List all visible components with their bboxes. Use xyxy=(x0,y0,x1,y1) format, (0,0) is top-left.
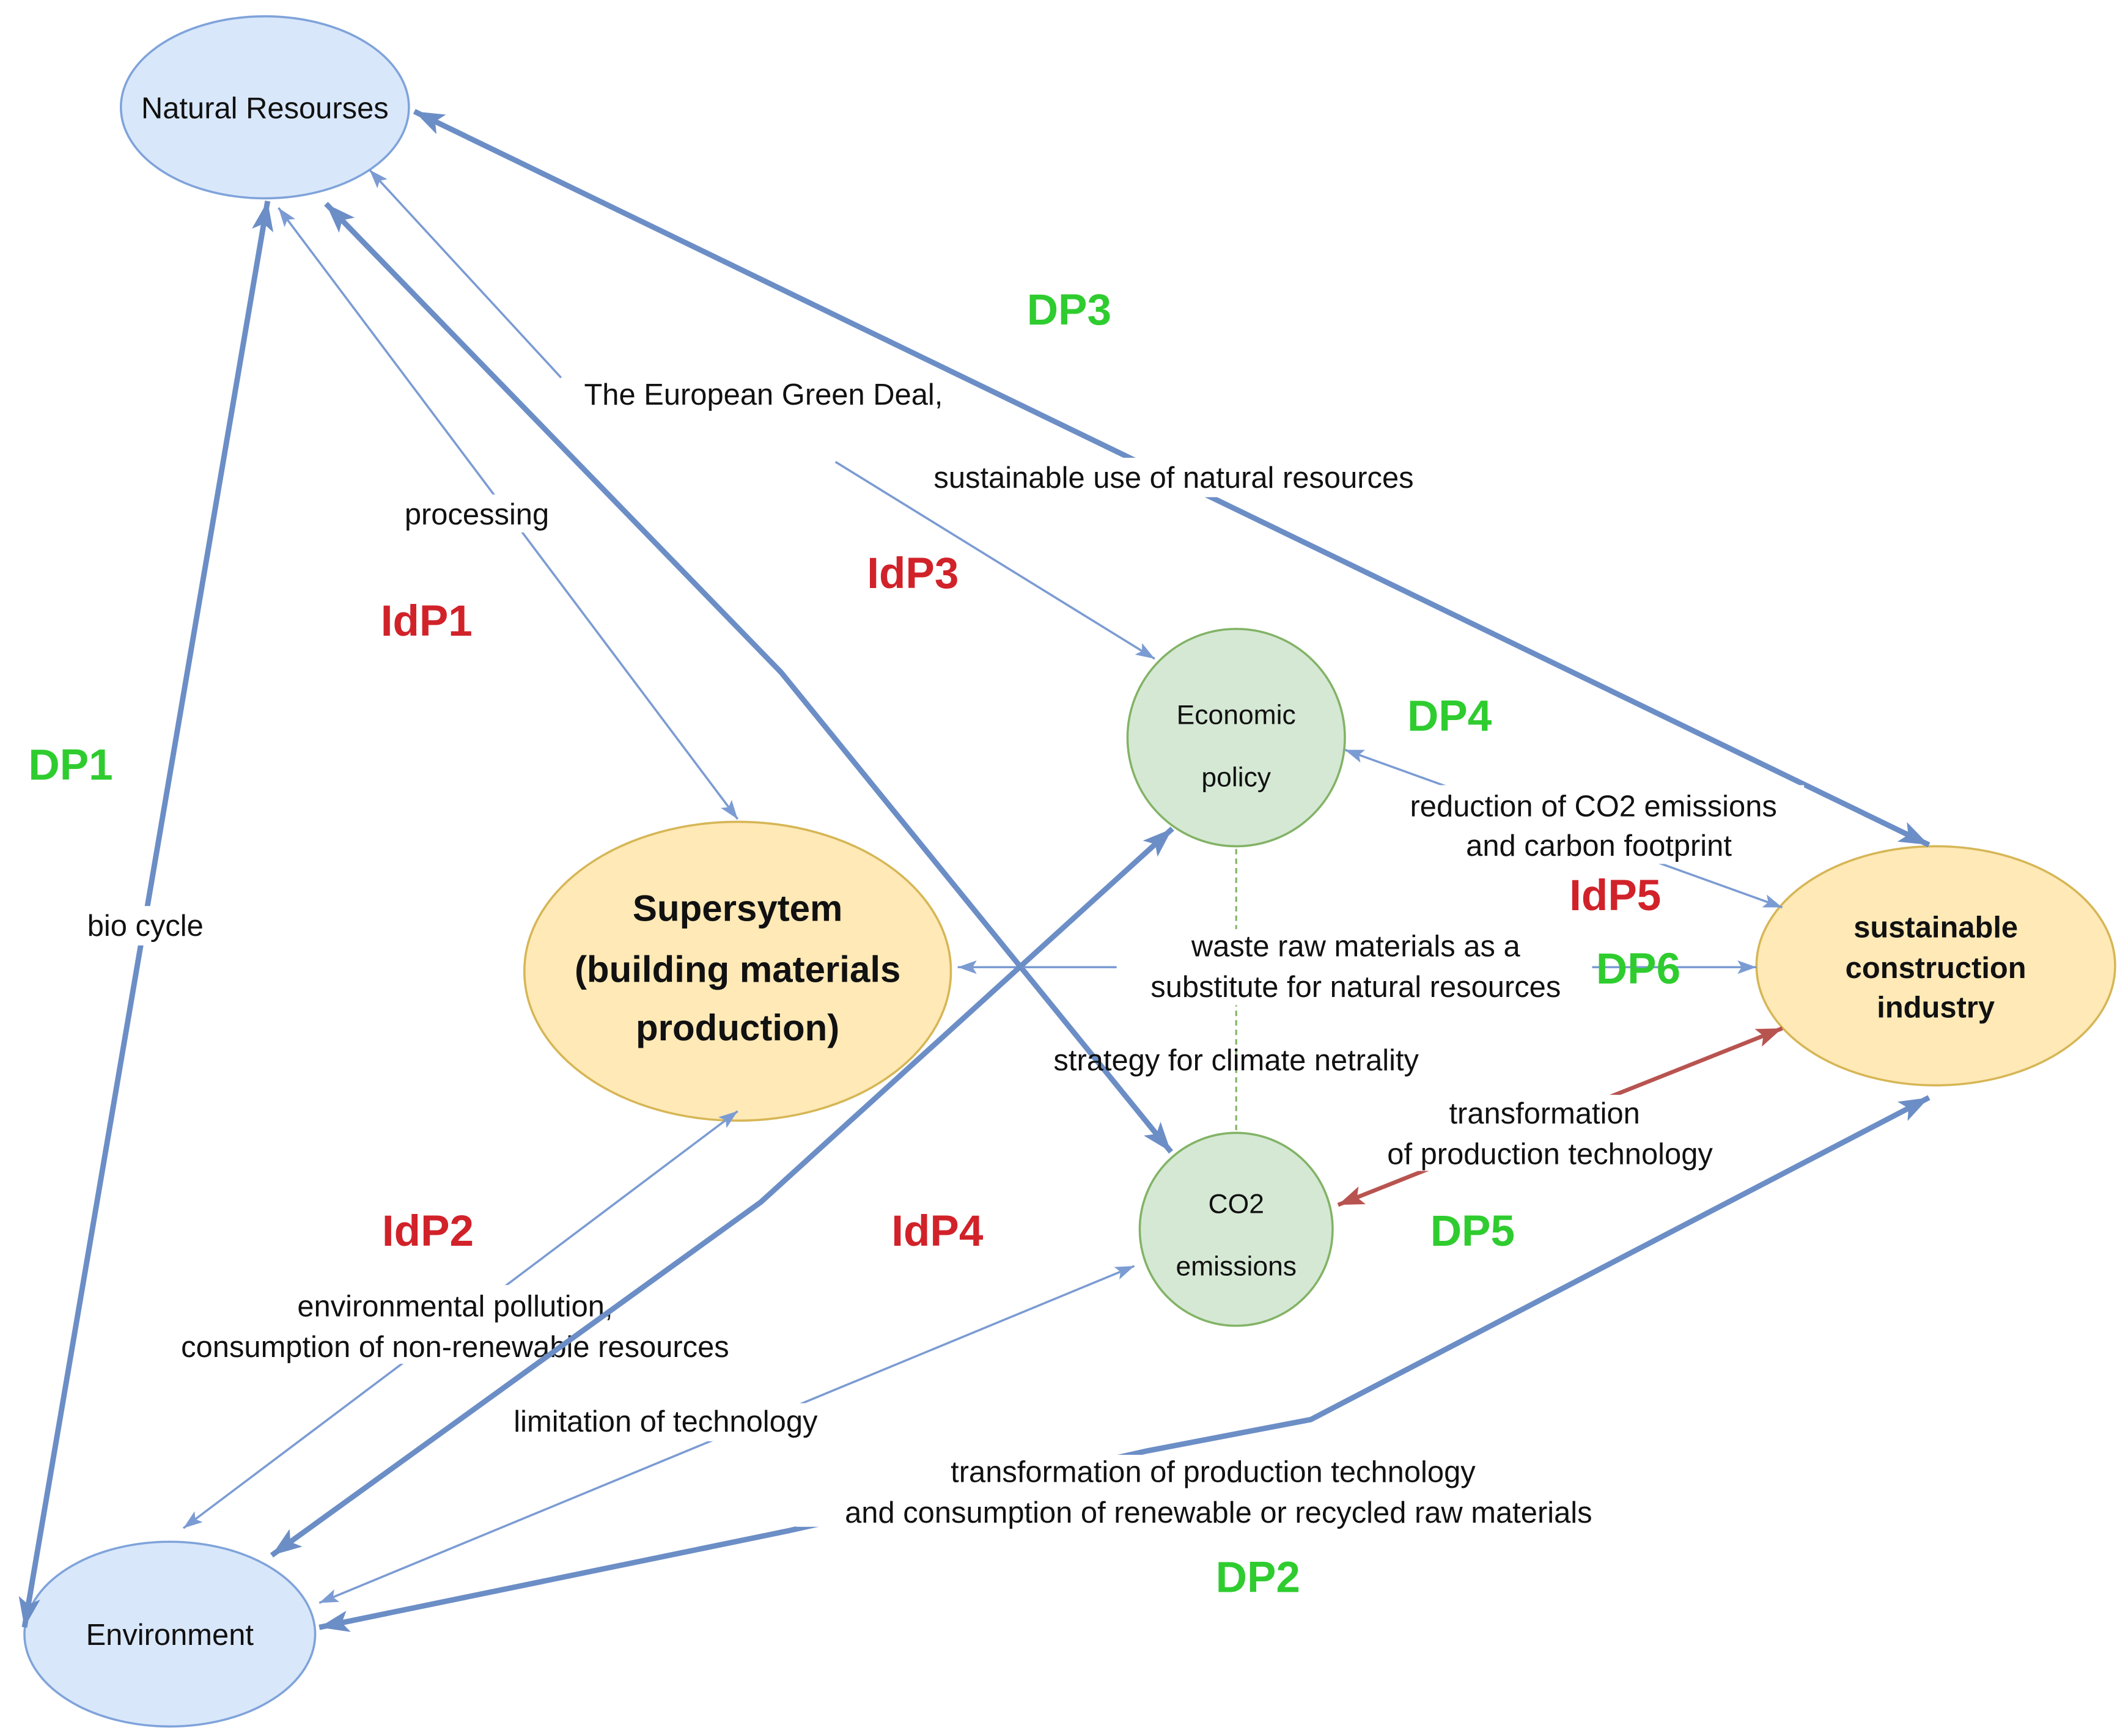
code-dp3: DP3 xyxy=(1027,286,1111,334)
code-idp2: IdP2 xyxy=(382,1207,474,1256)
code-dp6: DP6 xyxy=(1596,945,1680,993)
label-background xyxy=(391,494,562,533)
code-dp1: DP1 xyxy=(28,741,112,790)
node-label-line: construction xyxy=(1846,952,2026,985)
label-background xyxy=(1362,1095,1739,1171)
node-environment: Environment xyxy=(23,1540,317,1728)
label-climate-strategy: strategy for climate netrality xyxy=(1053,1044,1419,1077)
node-sustainable-construction-industry: sustainable construction industry xyxy=(1755,845,2116,1087)
edge-natural-resources-economic-policy-lower xyxy=(834,461,1155,660)
node-supersystem: Supersytem (building materials productio… xyxy=(523,820,952,1122)
node-label: Natural Resourses xyxy=(141,92,389,125)
code-idp1: IdP1 xyxy=(381,597,473,645)
label-background xyxy=(1116,929,1592,1006)
node-co2-emissions: CO2 emissions xyxy=(1138,1131,1334,1327)
edge-natural-resources-economic-policy-upper xyxy=(369,169,562,378)
node-label-line: (building materials xyxy=(575,949,900,990)
node-shape xyxy=(1138,1131,1334,1327)
node-label-line: Supersytem xyxy=(633,888,842,929)
node-shape xyxy=(1755,845,2116,1087)
code-dp2: DP2 xyxy=(1216,1553,1300,1602)
label-processing: processing xyxy=(405,498,549,531)
label-co2-reduction-line: and carbon footprint xyxy=(1466,829,1732,862)
node-label-line: policy xyxy=(1201,763,1271,793)
label-waste-substitute-line: substitute for natural resources xyxy=(1150,971,1561,1004)
node-label-line: emissions xyxy=(1176,1252,1297,1282)
code-idp3: IdP3 xyxy=(867,550,959,598)
node-label: Environment xyxy=(86,1619,254,1652)
node-label-line: CO2 xyxy=(1209,1189,1264,1219)
node-label-line: industry xyxy=(1877,991,1995,1024)
node-label-line: production) xyxy=(636,1007,839,1048)
label-renewable-transformation-line: transformation of production technology xyxy=(951,1455,1476,1488)
edges xyxy=(18,109,1930,1632)
label-background xyxy=(896,457,1451,498)
node-label-line: Economic xyxy=(1177,700,1296,730)
node-economic-policy: Economic policy xyxy=(1126,628,1346,848)
label-waste-substitute-line: waste raw materials as a xyxy=(1191,930,1521,963)
code-dp5: DP5 xyxy=(1430,1207,1515,1256)
code-dp4: DP4 xyxy=(1407,693,1492,741)
node-shape xyxy=(120,15,410,200)
label-transformation-line: transformation xyxy=(1449,1097,1640,1130)
label-green-deal: The European Green Deal, xyxy=(584,378,943,411)
label-renewable-transformation-line: and consumption of renewable or recycled… xyxy=(845,1496,1592,1529)
label-bio-cycle: bio cycle xyxy=(87,910,204,943)
label-co2-reduction-line: reduction of CO2 emissions xyxy=(1410,790,1776,823)
node-label-line: sustainable xyxy=(1853,911,2018,944)
label-transformation-line: of production technology xyxy=(1387,1138,1713,1171)
label-background xyxy=(77,906,215,946)
edge-environment-economic-policy xyxy=(270,826,1174,1558)
node-shape xyxy=(1126,628,1346,848)
code-idp5: IdP5 xyxy=(1569,872,1661,920)
label-pollution-line: consumption of non-renewable resources xyxy=(181,1331,729,1364)
label-sustainable-use: sustainable use of natural resources xyxy=(933,462,1413,495)
node-natural-resources: Natural Resourses xyxy=(120,15,410,200)
label-pollution-line: environmental pollution, xyxy=(297,1290,613,1323)
label-background xyxy=(1383,785,1805,864)
code-idp4: IdP4 xyxy=(891,1207,984,1256)
label-technology-limitation: limitation of technology xyxy=(513,1405,818,1438)
